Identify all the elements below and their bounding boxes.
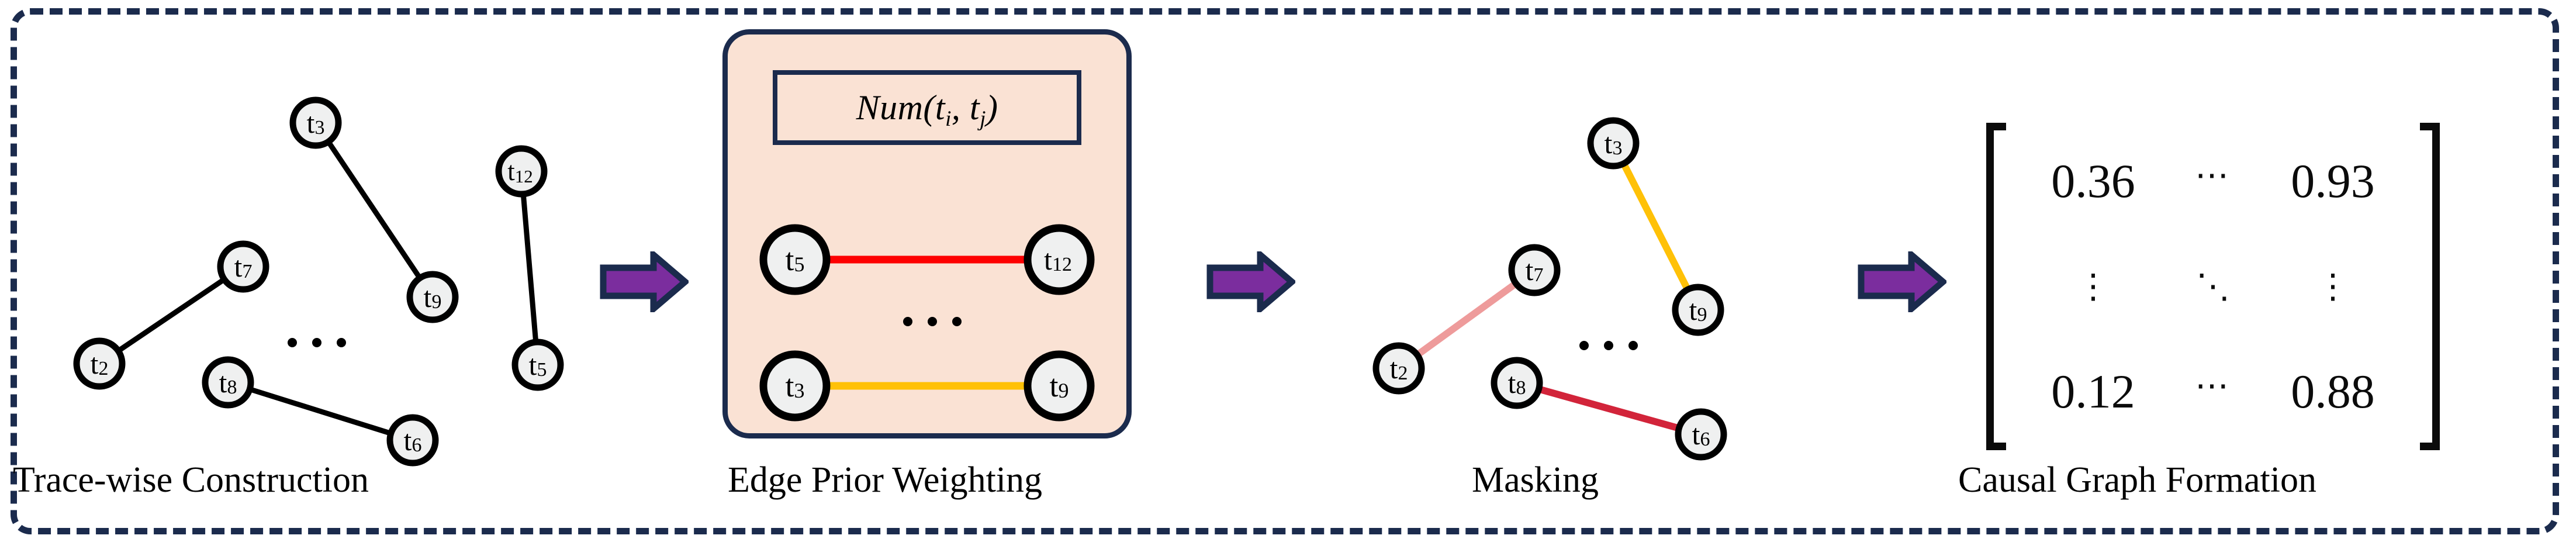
caption-causal-graph-formation: Causal Graph Formation — [1958, 460, 2317, 500]
edge-t8-t6 — [227, 379, 414, 443]
arrow-3-icon — [1858, 251, 1946, 312]
matrix-right-bracket — [2420, 123, 2440, 450]
node-pair1-t5[interactable]: t5 — [759, 224, 831, 295]
ellipsis-dot — [928, 317, 937, 326]
caption-edge-prior-weighting: Edge Prior Weighting — [728, 460, 1043, 500]
panel-causal-graph-formation: 0.36 ⋯ 0.93 ⋮ ⋱ ⋮ 0.12 ⋯ 0.88 Causal Gra… — [1958, 18, 2549, 498]
matrix-cell-r0c1: ⋯ — [2195, 156, 2231, 194]
causal-matrix: 0.36 ⋯ 0.93 ⋮ ⋱ ⋮ 0.12 ⋯ 0.88 — [1986, 123, 2440, 450]
ellipsis-dot — [312, 338, 321, 347]
formula-arg1-sub: i — [945, 106, 952, 131]
formula-open-paren: ( — [923, 88, 935, 127]
ellipsis-dot — [952, 317, 962, 326]
node-t9[interactable]: t9 — [406, 271, 459, 323]
node-pair2-t3[interactable]: t3 — [759, 350, 831, 422]
formula-text: Num(ti, tj) — [856, 88, 998, 131]
node-mask-t9[interactable]: t9 — [1672, 284, 1724, 336]
arrow-2-icon — [1206, 251, 1295, 312]
ellipsis-dot — [337, 338, 346, 347]
node-t12[interactable]: t12 — [495, 145, 548, 198]
formula-box: Num(ti, tj) — [773, 70, 1081, 145]
edge-t2-t7 — [98, 264, 245, 366]
trace-graph-svg: t3 t12 t7 t9 t5 t2 — [73, 96, 564, 467]
matrix-cell-r2c2: 0.88 — [2291, 365, 2375, 418]
panel-trace-wise-construction: t3 t12 t7 t9 t5 t2 — [13, 18, 596, 498]
node-mask-t2[interactable]: t2 — [1372, 342, 1425, 395]
edge-mask-t8-t6 — [1516, 379, 1702, 438]
formula-fn: Num — [856, 88, 924, 127]
node-t6[interactable]: t6 — [386, 414, 439, 467]
ellipsis-dot — [1628, 341, 1638, 350]
node-mask-t6[interactable]: t6 — [1675, 408, 1727, 461]
matrix-cell-r2c0: 0.12 — [2051, 365, 2135, 418]
panel-edge-prior-weighting: Num(ti, tj) t5 t12 t3 t9 — [696, 18, 1187, 498]
edge-mask-t2-t7 — [1396, 267, 1537, 371]
ellipsis-dot — [1579, 341, 1589, 350]
node-mask-t8[interactable]: t8 — [1491, 357, 1543, 409]
trace-ellipsis — [288, 338, 346, 347]
edge-prior-ellipsis — [903, 317, 962, 326]
ellipsis-dot — [1604, 341, 1613, 350]
matrix-cell-r1c1: ⋱ — [2196, 267, 2230, 305]
edge-t12-t5 — [518, 171, 541, 365]
masking-ellipsis — [1579, 341, 1638, 350]
matrix-cell-r1c2: ⋮ — [2316, 267, 2350, 305]
svg-text:t5: t5 — [529, 348, 547, 381]
matrix-cell-r0c2: 0.93 — [2291, 154, 2375, 208]
edge-mask-t3-t9 — [1610, 141, 1702, 312]
caption-trace-wise-construction: Trace-wise Construction — [13, 460, 369, 500]
matrix-cell-r0c0: 0.36 — [2051, 154, 2135, 208]
node-pair1-t12[interactable]: t12 — [1024, 224, 1095, 295]
edge-prior-pairs-svg: t5 t12 t3 t9 — [759, 224, 1095, 422]
formula-close-paren: ) — [986, 88, 998, 127]
matrix-cell-r1c0: ⋮ — [2076, 267, 2110, 305]
node-t5[interactable]: t5 — [511, 339, 564, 391]
formula-arg2-sub: j — [980, 106, 986, 131]
arrow-1-icon — [600, 251, 689, 312]
matrix-grid: 0.36 ⋯ 0.93 ⋮ ⋱ ⋮ 0.12 ⋯ 0.88 — [2006, 123, 2420, 450]
masking-graph-svg: t3 t7 t9 t2 t8 t6 — [1372, 117, 1727, 461]
matrix-left-bracket — [1986, 123, 2006, 450]
matrix-cell-r2c1: ⋯ — [2195, 367, 2231, 405]
caption-masking: Masking — [1472, 460, 1599, 500]
node-t8[interactable]: t8 — [202, 356, 254, 409]
node-mask-t7[interactable]: t7 — [1508, 244, 1561, 296]
edge-t3-t9 — [313, 121, 435, 299]
ellipsis-dot — [903, 317, 912, 326]
node-t2[interactable]: t2 — [73, 337, 126, 390]
node-pair2-t9[interactable]: t9 — [1024, 350, 1095, 422]
formula-arg2: t — [969, 88, 980, 127]
node-t7[interactable]: t7 — [217, 240, 269, 293]
panel-masking: t3 t7 t9 t2 t8 t6 — [1315, 18, 1841, 498]
node-t3[interactable]: t3 — [289, 96, 342, 149]
formula-separator: , — [951, 88, 961, 127]
formula-arg1: t — [935, 88, 946, 127]
ellipsis-dot — [288, 338, 297, 347]
node-mask-t3[interactable]: t3 — [1587, 117, 1640, 170]
